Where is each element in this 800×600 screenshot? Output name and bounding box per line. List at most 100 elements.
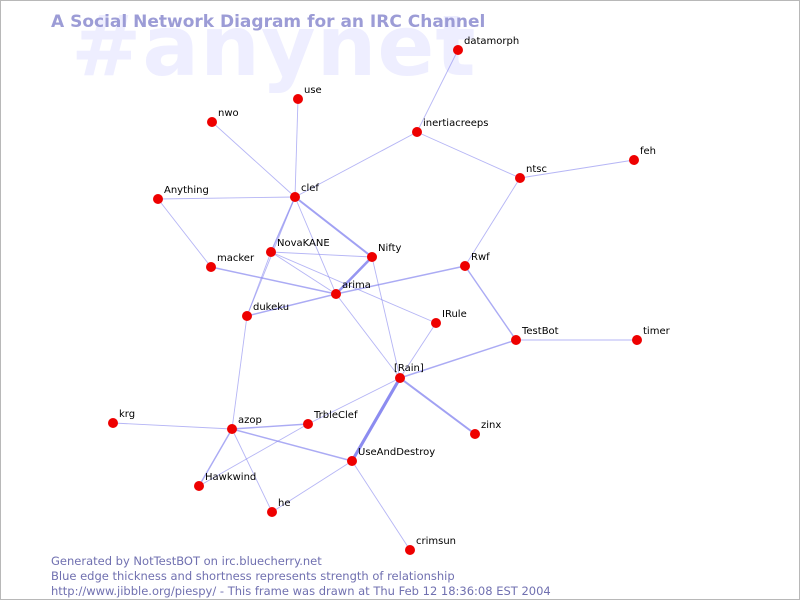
node-dot[interactable] [453,45,463,55]
node-IRule[interactable]: IRule [431,309,467,328]
node-clef[interactable]: clef [290,183,319,202]
edge-Anything-macker [157,198,212,268]
node-dot[interactable] [515,173,525,183]
node-dot[interactable] [431,318,441,328]
node-dot[interactable] [290,192,300,202]
node-use[interactable]: use [293,85,322,104]
edge-dukeku-azop [231,315,248,430]
node-label: UseAndDestroy [358,447,435,458]
node-Hawkwind[interactable]: Hawkwind [194,472,256,491]
channel-watermark: #anynet [71,0,477,95]
node-label: datamorph [464,36,519,47]
node-dot[interactable] [470,429,480,439]
node-Anything[interactable]: Anything [153,185,209,204]
edge-Nifty-IRain [371,256,401,379]
edge-Anything-clef [157,196,296,200]
node-dot[interactable] [242,311,252,321]
node-dot[interactable] [331,289,341,299]
node-azop[interactable]: azop [227,415,262,434]
node-UseAndDestroy[interactable]: UseAndDestroy [347,447,435,466]
edge-ntsc-feh [519,159,635,179]
node-macker[interactable]: macker [206,253,255,272]
edge-clef-arima [294,196,337,295]
node-dot[interactable] [395,373,405,383]
node-label: krg [119,409,135,420]
node-label: he [278,498,291,509]
node-dot[interactable] [511,335,521,345]
node-dot[interactable] [347,456,357,466]
edge-azop-UseAndDestroy [231,428,353,462]
edge-NovaKANE-dukeku [246,251,272,317]
node-dot[interactable] [460,261,470,271]
node-timer[interactable]: timer [632,326,671,345]
node-Nifty[interactable]: Nifty [367,243,402,262]
node-dot[interactable] [367,252,377,262]
edge-nwo-clef [211,121,296,198]
edge-TrbleClef-Hawkwind [198,423,309,487]
footer-generated-by: Generated by NotTestBOT on irc.bluecherr… [51,554,322,568]
node-dot[interactable] [153,194,163,204]
node-feh[interactable]: feh [629,146,656,165]
node-label: timer [643,326,671,337]
diagram-title: A Social Network Diagram for an IRC Chan… [51,12,486,32]
node-dot[interactable] [267,507,277,517]
node-label: clef [301,183,319,194]
node-label: IRule [442,309,467,320]
edge-dukeku-arima [246,293,337,317]
node-crimsun[interactable]: crimsun [405,536,456,555]
node-label: azop [238,415,262,426]
edge-azop-he [231,428,273,513]
node-he[interactable]: he [267,498,291,517]
node-dukeku[interactable]: dukeku [242,302,289,321]
node-label: Anything [164,185,209,196]
node-IRain[interactable]: [Rain] [394,363,424,383]
node-dot[interactable] [206,262,216,272]
node-dot[interactable] [207,117,217,127]
edge-layer [112,49,637,551]
node-dot[interactable] [227,424,237,434]
node-label: inertiacreeps [423,118,488,129]
node-dot[interactable] [629,155,639,165]
node-TrbleClef[interactable]: TrbleClef [303,410,358,429]
node-label: use [304,85,322,96]
edge-Nifty-arima [335,256,373,295]
edge-arima-IRain [335,293,401,379]
node-NovaKANE[interactable]: NovaKANE [266,238,330,257]
edge-Rwf-TestBot [464,265,517,341]
node-label: TrbleClef [313,410,358,421]
node-label: Rwf [471,252,490,263]
node-dot[interactable] [293,94,303,104]
edge-inertiacreeps-ntsc [416,131,521,179]
node-label: crimsun [416,536,456,547]
node-dot[interactable] [194,481,204,491]
node-dot[interactable] [412,127,422,137]
edge-azop-TrbleClef [231,423,309,430]
node-inertiacreeps[interactable]: inertiacreeps [412,118,488,137]
node-label: Nifty [378,243,402,254]
node-nwo[interactable]: nwo [207,108,239,127]
node-ntsc[interactable]: ntsc [515,164,547,183]
node-dot[interactable] [108,418,118,428]
footer-notes: Generated by NotTestBOT on irc.bluecherr… [51,554,551,599]
edge-IRule-IRain [399,322,437,379]
node-arima[interactable]: arima [331,280,371,299]
edge-NovaKANE-Nifty [270,251,373,258]
edge-UseAndDestroy-crimsun [351,460,411,551]
node-label: macker [217,253,255,264]
node-label: ntsc [526,164,547,175]
node-datamorph[interactable]: datamorph [453,36,519,55]
node-dot[interactable] [632,335,642,345]
node-zinx[interactable]: zinx [470,420,501,439]
node-label: [Rain] [394,363,424,374]
node-krg[interactable]: krg [108,409,135,428]
edge-Rwf-arima [335,265,466,295]
node-TestBot[interactable]: TestBot [511,326,559,345]
node-dot[interactable] [266,247,276,257]
edge-UseAndDestroy-he [271,460,353,513]
node-dot[interactable] [405,545,415,555]
edge-datamorph-inertiacreeps [416,49,459,133]
node-Rwf[interactable]: Rwf [460,252,490,271]
node-dot[interactable] [303,419,313,429]
node-label: dukeku [253,302,289,313]
